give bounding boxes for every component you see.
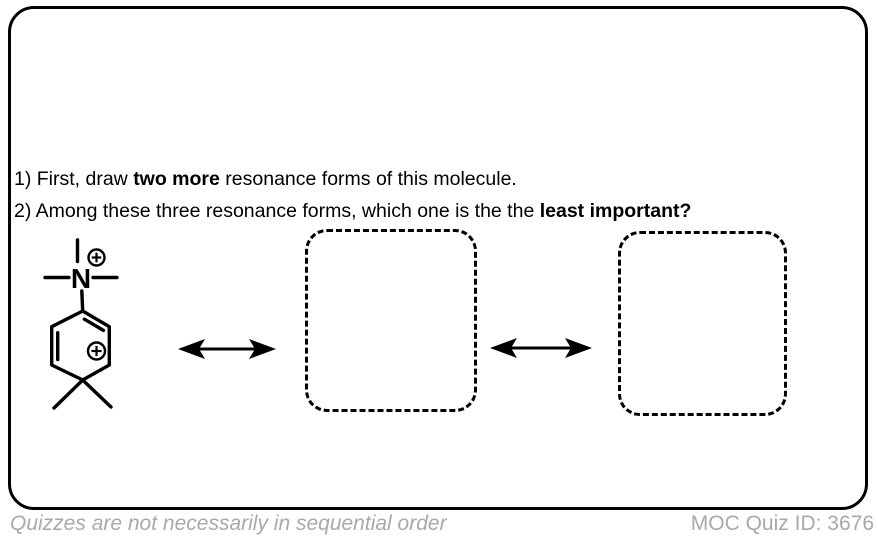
plus-charge-icon-nitrogen <box>87 248 106 267</box>
question-2-text: 2) Among these three resonance forms, wh… <box>14 200 540 222</box>
answer-box-2[interactable] <box>618 231 787 416</box>
question-1-text-end: resonance forms of this molecule. <box>219 168 517 190</box>
footer-note: Quizzes are not necessarily in sequentia… <box>10 512 447 535</box>
resonance-arrow-2 <box>490 338 592 358</box>
nitrogen-atom-label: N <box>71 263 91 294</box>
cyclohexadiene-ring <box>50 309 112 382</box>
footer: Quizzes are not necessarily in sequentia… <box>10 512 874 536</box>
answer-box-1[interactable] <box>305 229 477 412</box>
question-2-bold: least important? <box>539 200 692 222</box>
question-2: 2) Among these three resonance forms, wh… <box>14 195 834 227</box>
double-bond-top-right <box>82 317 106 333</box>
gem-methyl-left <box>52 378 85 410</box>
question-1: 1) First, draw two more resonance forms … <box>14 163 834 195</box>
quiz-id-label: MOC Quiz ID: 3676 <box>690 512 874 535</box>
plus-charge-icon-ring <box>86 341 107 361</box>
quiz-frame-border <box>8 6 868 510</box>
resonance-arrow-1 <box>178 339 276 359</box>
question-1-bold: two more <box>133 168 220 190</box>
question-list: 1) First, draw two more resonance forms … <box>14 163 834 227</box>
nitrogen-ring-bond <box>80 289 85 313</box>
gem-methyl-right <box>80 378 113 409</box>
molecule-structure: N <box>43 238 119 410</box>
question-1-text: 1) First, draw <box>14 168 134 190</box>
